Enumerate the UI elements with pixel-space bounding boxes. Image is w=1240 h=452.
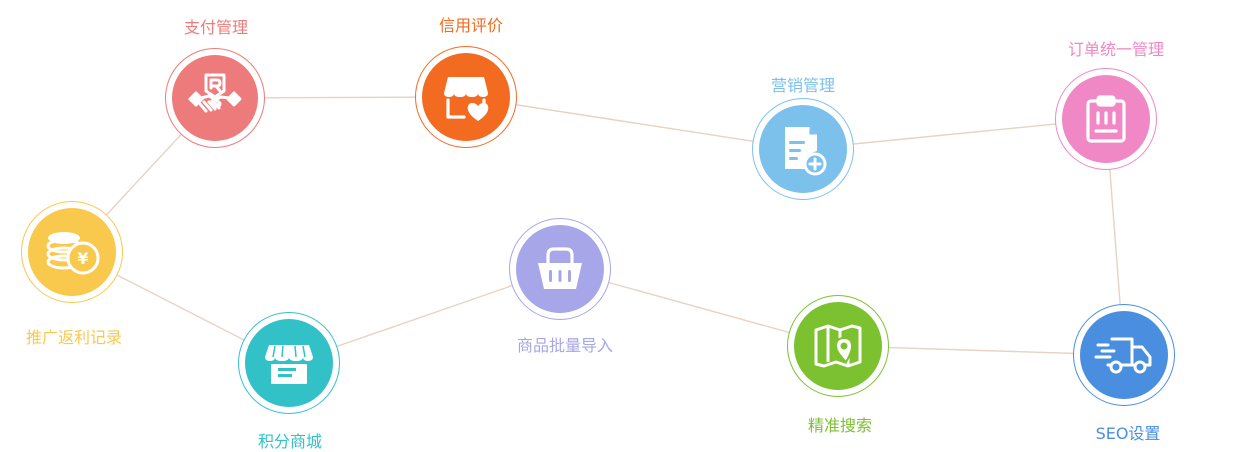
node-tuiguang[interactable]: ¥ — [21, 201, 123, 303]
node-disc — [516, 225, 604, 313]
node-disc — [759, 105, 847, 193]
clipboard-icon — [1086, 95, 1126, 143]
label-jingzhun: 精准搜索 — [807, 416, 873, 435]
label-jifen: 积分商城 — [257, 432, 323, 451]
node-dingdan[interactable] — [1055, 68, 1157, 170]
node-disc — [1062, 75, 1150, 163]
label-xinyong: 信用评价 — [438, 16, 504, 35]
label-shangpin: 商品批量导入 — [516, 336, 614, 355]
node-disc — [422, 53, 510, 141]
shop-icon — [265, 345, 313, 384]
edge-upper-2 — [465, 96, 804, 150]
node-disc: ¥ — [28, 208, 116, 296]
svg-text:¥: ¥ — [77, 249, 88, 268]
node-disc — [245, 319, 333, 407]
label-seo: SEO设置 — [1095, 424, 1161, 443]
node-shangpin[interactable] — [509, 218, 611, 320]
node-jifen[interactable] — [238, 312, 340, 414]
node-seo[interactable] — [1073, 304, 1175, 406]
node-yingxiao[interactable] — [752, 98, 854, 200]
node-jingzhun[interactable] — [787, 295, 889, 397]
truck-icon — [1094, 337, 1152, 374]
store-heart-icon — [444, 77, 489, 121]
label-zhifu: 支付管理 — [183, 18, 249, 37]
node-zhifu[interactable] — [165, 48, 265, 148]
node-disc — [1080, 311, 1168, 399]
label-yingxiao: 营销管理 — [770, 76, 836, 95]
map-pin-icon — [814, 324, 862, 368]
node-disc — [172, 55, 258, 141]
coins-icon: ¥ — [46, 232, 100, 275]
label-dingdan: 订单统一管理 — [1067, 40, 1165, 59]
node-xinyong[interactable] — [415, 46, 517, 148]
label-tuiguang: 推广返利记录 — [25, 328, 123, 347]
handshake-icon — [188, 73, 242, 113]
document-plus-icon — [785, 127, 827, 176]
node-disc — [794, 302, 882, 390]
basket-icon — [538, 247, 582, 289]
